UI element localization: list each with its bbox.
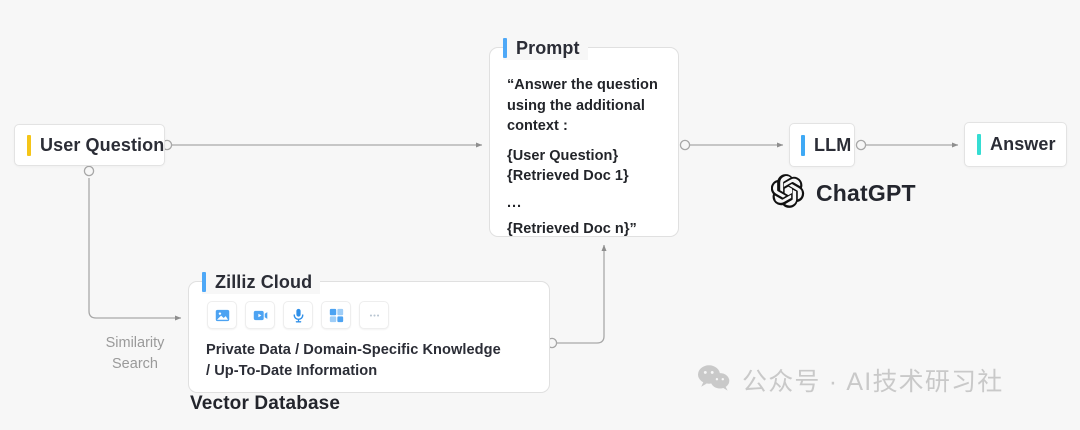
node-zilliz-cloud[interactable]: Zilliz Cloud [188,270,550,393]
prompt-line-3: context : [507,118,568,134]
prompt-text-body: “Answer the question using the additiona… [507,75,668,239]
prompt-line-2: using the additional [507,97,645,114]
prompt-legend: Prompt [503,36,588,60]
openai-logo-icon [770,174,805,213]
similarity-search-line-1: Similarity [105,335,165,351]
watermark-text: 公众号 · AI技术研习社 [742,368,1004,396]
wechat-icon [697,364,731,397]
zilliz-description-line-1: Private Data / Domain-Specific Knowledge [206,342,501,358]
wechat-watermark: 公众号 · AI技术研习社 [697,362,1003,398]
accent-bar [801,134,805,156]
node-label: LLM [814,134,852,155]
chip-documents[interactable] [321,301,351,329]
zilliz-modality-icons [207,301,389,329]
edge-prompt-to-llm [679,139,784,151]
node-llm[interactable]: LLM [789,123,855,167]
prompt-line-7: {Retrieved Doc n}” [507,220,637,237]
chip-image[interactable] [207,301,237,329]
prompt-line-4: {User Question} [507,147,619,164]
ellipsis-icon [366,307,383,324]
chatgpt-wordmark: ChatGPT [816,180,916,206]
zilliz-legend: Zilliz Cloud [202,270,321,294]
microphone-icon [290,307,307,324]
node-label: User Question [40,134,165,155]
accent-bar [202,272,206,292]
prompt-line-1: “Answer the question [507,77,658,93]
image-icon [214,307,231,324]
prompt-line-ellipsis: ... [507,194,523,211]
vector-database-caption: Vector Database [190,393,341,414]
zilliz-description-line-2: / Up-To-Date Information [206,363,378,379]
chip-more[interactable] [359,301,389,329]
chip-video[interactable] [245,301,275,329]
node-label: Answer [990,134,1056,154]
prompt-line-5: {Retrieved Doc 1} [507,168,629,184]
node-prompt[interactable]: Prompt “Answer the question using the ad… [489,36,679,239]
node-answer[interactable]: Answer [964,122,1067,167]
chip-microphone[interactable] [283,301,313,329]
edge-user-question-to-prompt [161,139,483,151]
accent-bar [503,38,507,58]
similarity-search-label: Similarity Search [86,333,184,375]
accent-bar [27,134,31,156]
documents-icon [328,307,345,324]
node-user-question[interactable]: User Question [14,124,165,166]
edge-user-question-to-zilliz [83,165,182,321]
similarity-search-line-2: Search [112,356,158,372]
edge-zilliz-to-prompt [546,244,607,349]
edge-llm-to-answer [855,139,959,151]
prompt-spacer-2 [507,187,668,196]
prompt-spacer-3 [507,210,668,219]
chatgpt-lockup: ChatGPT [770,174,916,213]
accent-bar [977,134,981,155]
prompt-legend-label: Prompt [516,37,580,58]
video-icon [252,307,269,324]
zilliz-description: Private Data / Domain-Specific Knowledge… [206,340,541,382]
prompt-spacer-1 [507,137,668,146]
zilliz-legend-label: Zilliz Cloud [215,271,313,292]
